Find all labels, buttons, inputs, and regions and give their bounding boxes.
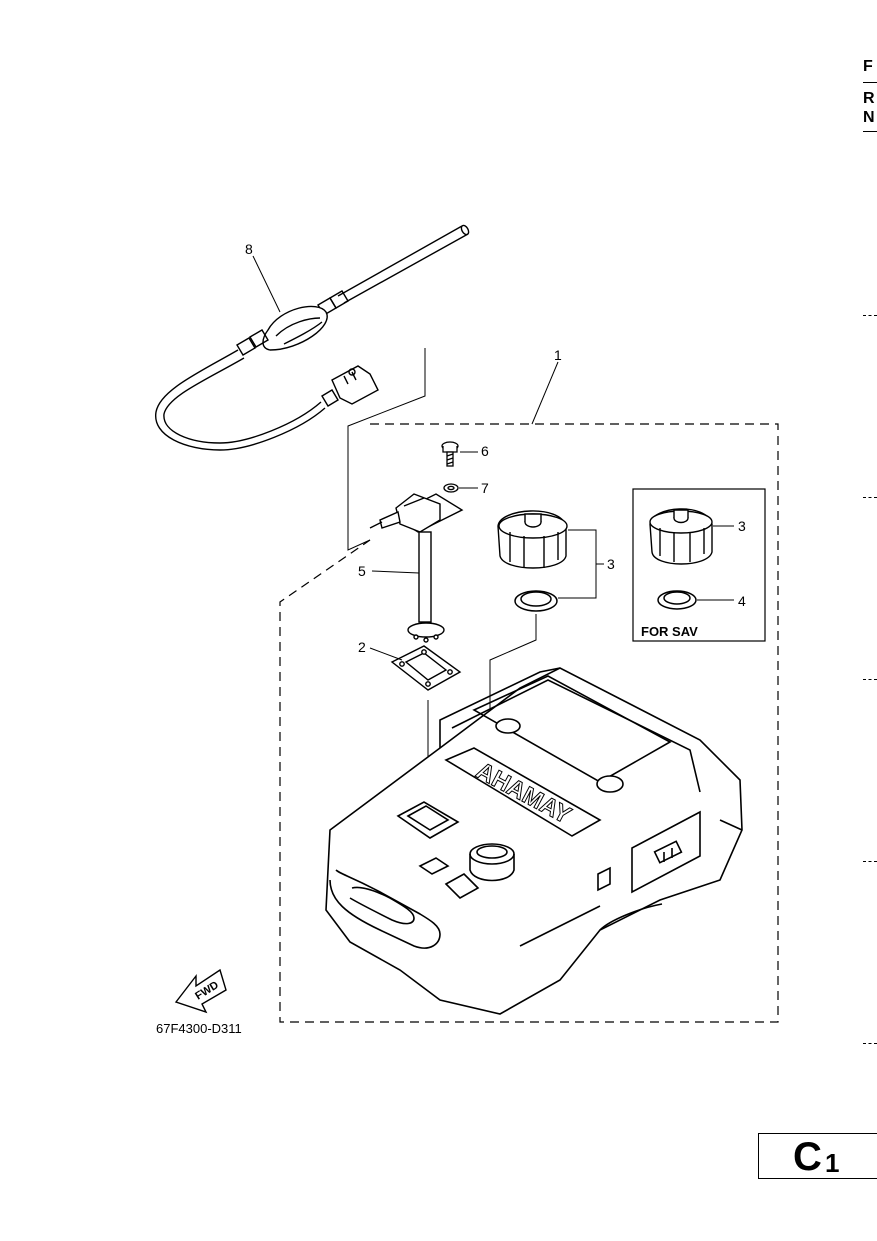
- page-badge-number: 1: [825, 1148, 840, 1178]
- cap-ring-part: [514, 590, 558, 612]
- callout-6: 6: [481, 443, 489, 459]
- inset-box: [632, 488, 766, 642]
- edge-mark-2: [863, 497, 877, 498]
- callout-7: 7: [481, 480, 489, 496]
- leader-1: [531, 361, 559, 425]
- inset-label: FOR SAV: [641, 624, 698, 639]
- callout-8: 8: [245, 241, 253, 257]
- callout-1: 1: [554, 347, 562, 363]
- page-badge: C 1: [758, 1133, 877, 1179]
- header-rule-bottom: [863, 131, 877, 132]
- header-char-f: F: [863, 58, 873, 75]
- edge-mark-4: [863, 861, 877, 862]
- drawing-code: 67F4300-D311: [156, 1021, 242, 1036]
- leader-3-bracket: [558, 529, 604, 599]
- callout-2: 2: [358, 639, 366, 655]
- fuel-hose-assembly: [155, 224, 470, 451]
- tank-cap-part: [497, 510, 568, 569]
- screw-part: [441, 441, 459, 467]
- leader-2: [369, 647, 403, 661]
- fuel-pickup-assembly: [369, 493, 464, 643]
- callout-3a: 3: [607, 556, 615, 572]
- washer-part: [443, 483, 459, 493]
- gasket-part: [390, 645, 462, 691]
- callout-3b: 3: [738, 518, 746, 534]
- fuel-tank-body: [325, 667, 743, 1015]
- page-badge-letter: C: [793, 1135, 822, 1179]
- assembly-boundary: [279, 423, 779, 1023]
- edge-mark-3: [863, 679, 877, 680]
- header-rule-top: [863, 82, 877, 83]
- edge-mark-5: [863, 1043, 877, 1044]
- hose-bracket-outline: [347, 348, 426, 551]
- header-char-n: N: [863, 109, 875, 126]
- header-char-r: R: [863, 90, 875, 107]
- callout-4: 4: [738, 593, 746, 609]
- callout-5: 5: [358, 563, 366, 579]
- edge-mark-1: [863, 315, 877, 316]
- fwd-arrow: FWD: [174, 968, 227, 1014]
- leader-5: [371, 570, 420, 574]
